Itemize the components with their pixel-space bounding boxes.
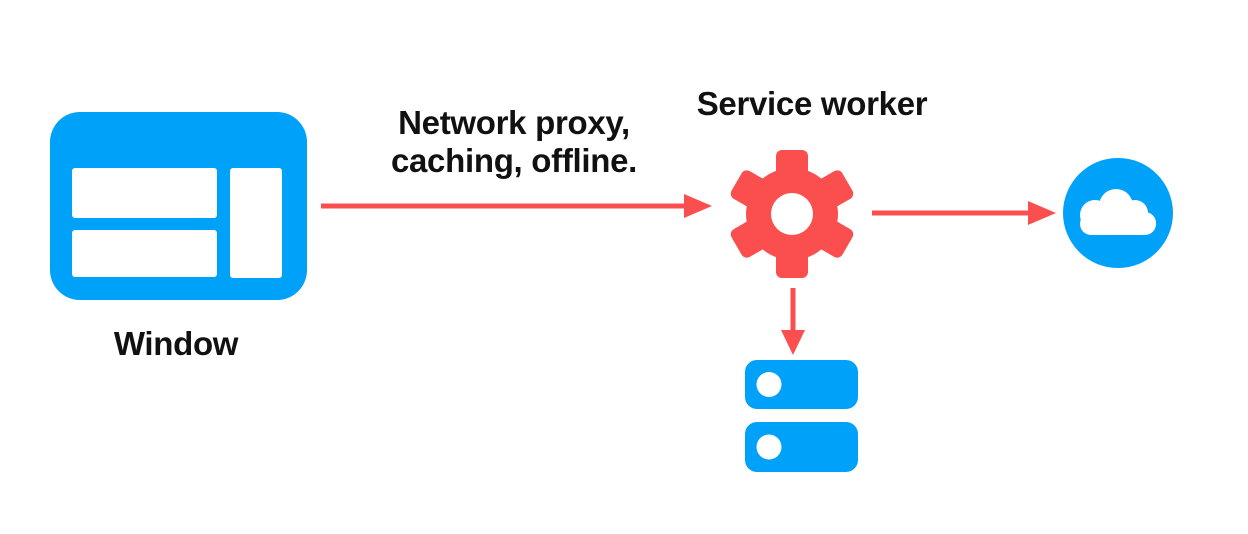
- arrow-service-worker-to-storage: [781, 288, 805, 355]
- service-worker-title: Service worker: [696, 85, 928, 122]
- window-label: Window: [113, 325, 239, 362]
- gear-icon: [730, 150, 854, 278]
- gear-teeth: [730, 150, 854, 278]
- edge-label-line2: caching, offline.: [390, 142, 638, 179]
- cloud-shape: [1080, 189, 1156, 235]
- storage-stack-icon: [745, 360, 858, 472]
- arrow-service-worker-to-network: [872, 201, 1056, 225]
- edge-label-line1: Network proxy,: [398, 104, 630, 141]
- arrow-window-to-service-worker: [321, 194, 712, 218]
- edge-label-network-proxy: Network proxy, caching, offline.: [368, 104, 660, 180]
- service-worker-node: [727, 149, 857, 279]
- browser-window-icon: [50, 112, 307, 300]
- cloud-icon: [1063, 158, 1173, 268]
- storage-node: [745, 360, 858, 472]
- window-node: [50, 112, 307, 300]
- network-node: [1061, 156, 1175, 270]
